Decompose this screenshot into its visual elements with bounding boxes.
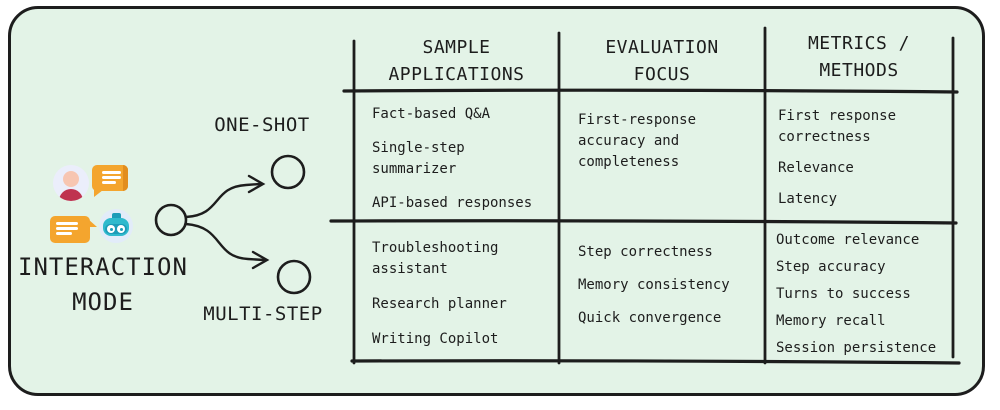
bubble-text-line <box>102 171 121 174</box>
chat-bubble-icon <box>92 165 128 197</box>
chat-bubble-icon <box>50 216 97 243</box>
cell-item: Session persistence <box>776 340 937 356</box>
cell-one-shot-evaluation-focus: First-response accuracy and completeness <box>578 110 696 173</box>
column-header-evaluation-focus: EVALUATION FOCUS <box>605 37 719 85</box>
bubble-tail <box>88 219 97 227</box>
column-header-sample-applications: SAMPLE APPLICATIONS <box>388 37 525 85</box>
branch-label-one-shot: ONE-SHOT <box>214 114 310 136</box>
cell-item: Memory consistency <box>578 277 730 293</box>
cell-item: Fact-based Q&A <box>372 106 491 122</box>
avatar-body-shape <box>59 189 83 201</box>
cell-item: Quick convergence <box>578 310 722 326</box>
cell-item: Step accuracy <box>776 259 886 275</box>
robot-head-shape <box>103 218 129 236</box>
cell-item: Memory recall <box>776 313 886 329</box>
cell-item: Research planner <box>372 296 507 312</box>
cell-multi-step-evaluation-focus: Step correctness Memory consistency Quic… <box>578 242 730 329</box>
cell-item: Latency <box>778 191 838 207</box>
cell-item: Writing Copilot <box>372 331 499 347</box>
cell-item: Turns to success <box>776 286 911 302</box>
avatar-head-shape <box>63 171 79 187</box>
branch-label-multi-step: MULTI-STEP <box>203 303 323 325</box>
cell-item: First response correctness <box>778 108 897 145</box>
robot-eye <box>107 225 115 233</box>
cell-one-shot-applications: Fact-based Q&A Single-step summarizer AP… <box>372 104 532 214</box>
cell-one-shot-metrics: First response correctness Relevance Lat… <box>778 106 896 210</box>
user-avatar-icon <box>53 165 89 201</box>
bubble-text-line <box>102 181 116 184</box>
robot-icon <box>99 209 133 243</box>
rounded-card-background <box>8 6 985 396</box>
diagram-title: INTERACTION MODE <box>18 253 188 316</box>
robot-face-band <box>105 224 127 234</box>
bubble-text-line <box>102 176 121 179</box>
robot-pupil <box>119 227 123 231</box>
cell-multi-step-metrics: Outcome relevance Step accuracy Turns to… <box>776 230 936 359</box>
cell-item: Troubleshooting assistant <box>372 240 499 277</box>
bubble-fold <box>123 165 128 191</box>
cell-item: Single-step summarizer <box>372 140 465 177</box>
robot-pupil <box>109 227 113 231</box>
bubble-text-line <box>56 222 78 225</box>
cell-item: Step correctness <box>578 244 713 260</box>
cell-item: API-based responses <box>372 195 533 211</box>
cell-item: Relevance <box>778 160 854 176</box>
bubble-text-line <box>56 227 78 230</box>
cell-item: First-response accuracy and completeness <box>578 112 697 170</box>
column-header-metrics-methods: METRICS / METHODS <box>807 33 911 81</box>
cell-multi-step-applications: Troubleshooting assistant Research plann… <box>372 238 507 350</box>
cell-item: Outcome relevance <box>776 232 920 248</box>
bubble-text-line <box>56 232 72 235</box>
robot-eye <box>117 225 125 233</box>
robot-antenna-shape <box>112 213 121 221</box>
bubble-tail <box>94 190 103 197</box>
